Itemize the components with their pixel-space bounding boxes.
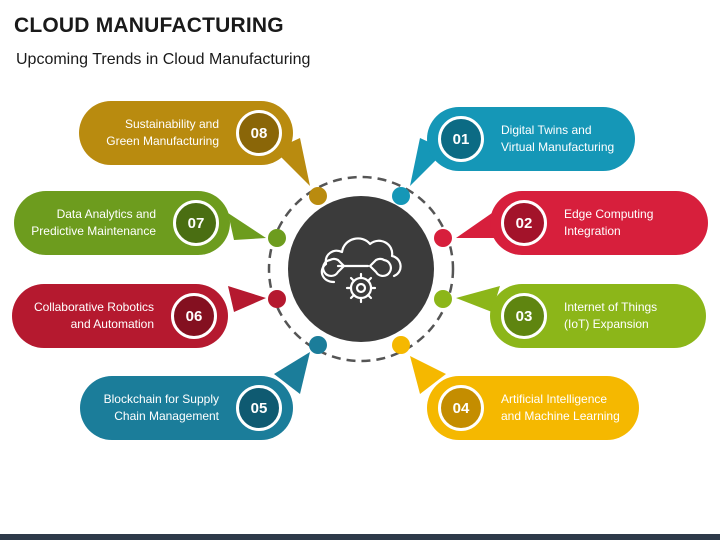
- item-07-label: Data Analytics and Predictive Maintenanc…: [31, 207, 156, 238]
- item-08: 08 Sustainability and Green Manufacturin…: [79, 101, 293, 165]
- dot-01: [392, 187, 410, 205]
- item-07: 07 Data Analytics and Predictive Mainten…: [14, 191, 230, 255]
- pointer-03: [456, 286, 500, 312]
- dot-02: [434, 229, 452, 247]
- badge-02: 02: [501, 200, 547, 246]
- badge-03: 03: [501, 293, 547, 339]
- item-01: 01 Digital Twins and Virtual Manufacturi…: [427, 107, 635, 171]
- badge-08: 08: [236, 110, 282, 156]
- badge-06: 06: [171, 293, 217, 339]
- item-05: 05 Blockchain for Supply Chain Managemen…: [80, 376, 293, 440]
- item-03: 03 Internet of Things (IoT) Expansion: [490, 284, 706, 348]
- item-08-label: Sustainability and Green Manufacturing: [106, 117, 219, 148]
- cloud-wrench-gear-icon: [320, 237, 402, 304]
- dot-03: [434, 290, 452, 308]
- badge-04: 04: [438, 385, 484, 431]
- pointer-04: [410, 356, 446, 394]
- item-01-label: Digital Twins and Virtual Manufacturing: [501, 123, 615, 154]
- badge-07: 07: [173, 200, 219, 246]
- bottom-bar: [0, 534, 720, 540]
- pointer-07: [228, 213, 266, 240]
- item-04-label: Artificial Intelligence and Machine Lear…: [501, 392, 620, 423]
- item-05-label: Blockchain for Supply Chain Management: [103, 392, 219, 423]
- center-circle: [288, 196, 434, 342]
- pointer-06: [228, 286, 266, 312]
- badge-05: 05: [236, 385, 282, 431]
- page-subtitle: Upcoming Trends in Cloud Manufacturing: [16, 51, 311, 68]
- dot-08: [309, 187, 327, 205]
- dot-05: [309, 336, 327, 354]
- item-03-label: Internet of Things (IoT) Expansion: [564, 300, 658, 331]
- dot-07: [268, 229, 286, 247]
- item-06: 06 Collaborative Robotics and Automation: [12, 284, 228, 348]
- badge-01: 01: [438, 116, 484, 162]
- dot-04: [392, 336, 410, 354]
- item-04: 04 Artificial Intelligence and Machine L…: [427, 376, 639, 440]
- item-02: 02 Edge Computing Integration: [490, 191, 708, 255]
- item-02-label: Edge Computing Integration: [564, 207, 654, 238]
- dashed-ring: [267, 175, 455, 363]
- dot-06: [268, 290, 286, 308]
- pointer-02: [456, 213, 500, 238]
- page-title: CLOUD MANUFACTURING: [14, 14, 284, 37]
- item-06-label: Collaborative Robotics and Automation: [33, 300, 154, 331]
- pointer-05: [274, 352, 310, 394]
